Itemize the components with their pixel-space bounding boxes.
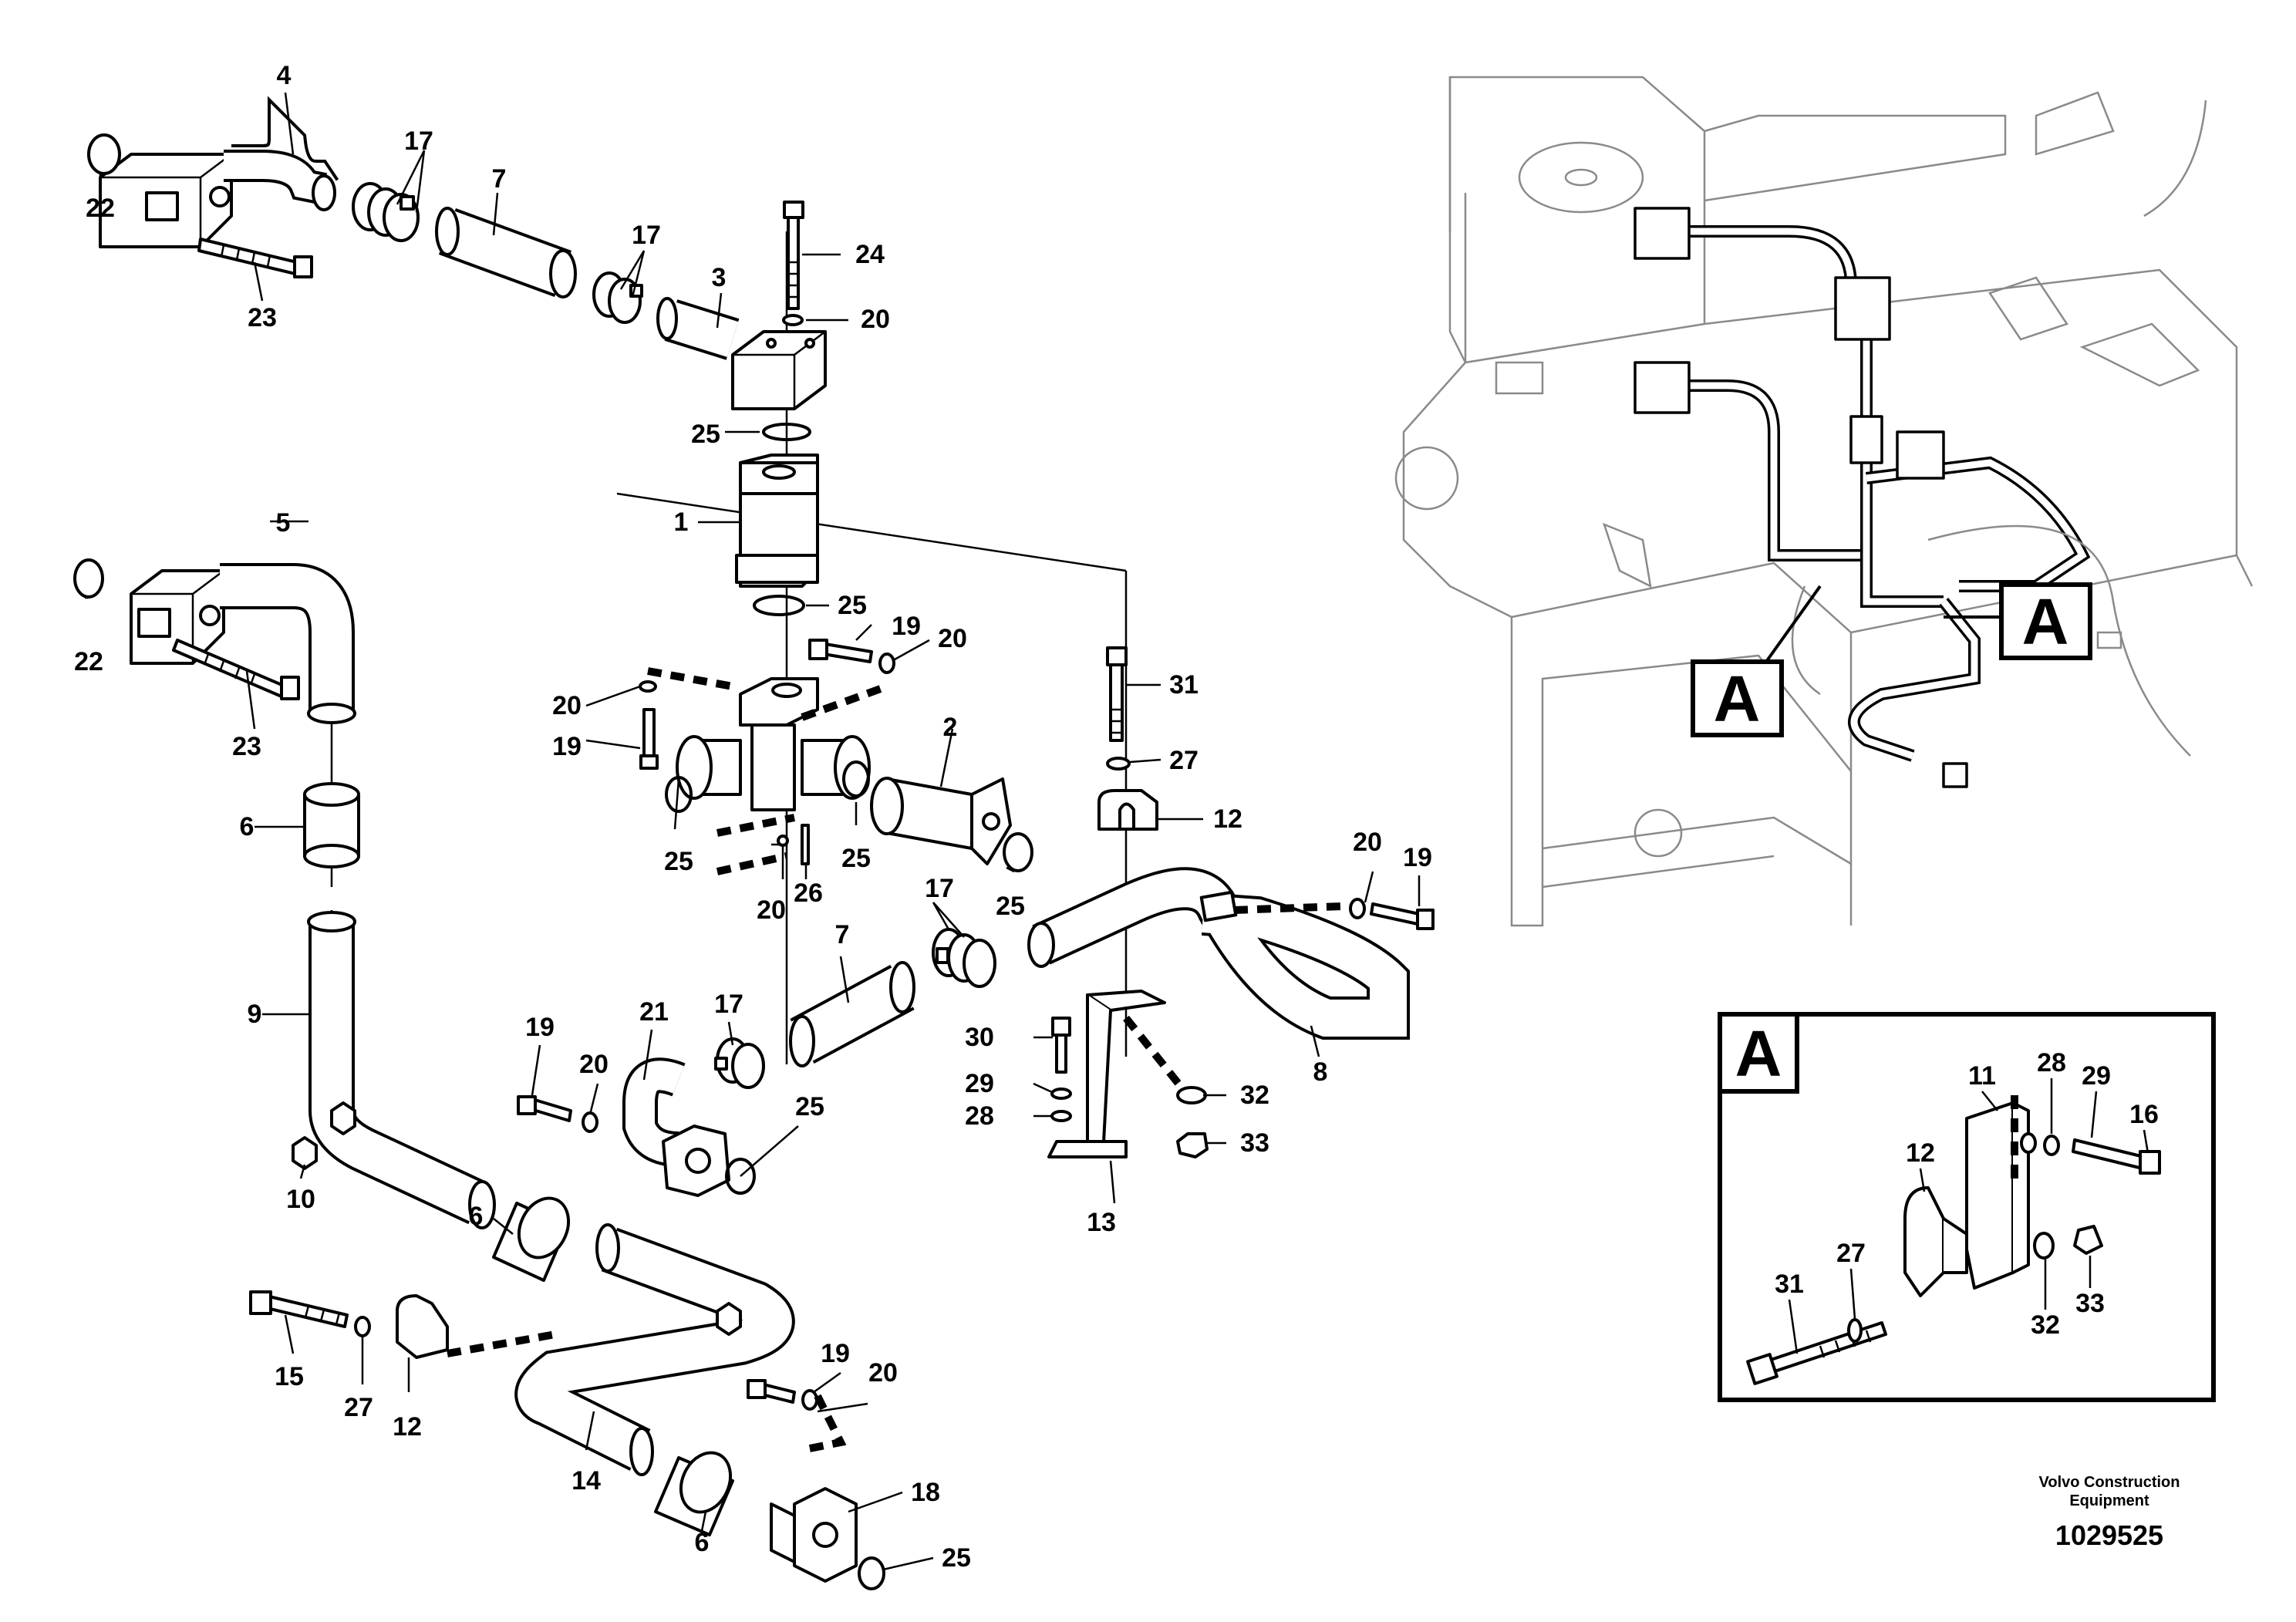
- callout-26: 26: [794, 878, 823, 908]
- callout-25: 25: [838, 591, 867, 620]
- callout-19: 19: [525, 1013, 555, 1042]
- callout-28: 28: [965, 1101, 994, 1131]
- detail-label-12: 12: [1906, 1138, 1935, 1168]
- callout-2: 2: [943, 713, 958, 742]
- detail-label-29: 29: [2082, 1061, 2111, 1091]
- callout-29: 29: [965, 1069, 994, 1098]
- callout-19: 19: [1403, 843, 1432, 872]
- callout-32: 32: [1240, 1081, 1269, 1110]
- callout-17: 17: [404, 126, 433, 156]
- callout-23: 23: [232, 732, 261, 761]
- callout-17: 17: [632, 221, 661, 250]
- callout-6: 6: [469, 1202, 484, 1231]
- detail-letter: A: [1735, 1017, 1782, 1090]
- callout-21: 21: [639, 997, 669, 1027]
- callout-31: 31: [1169, 670, 1199, 700]
- callout-4: 4: [277, 61, 292, 90]
- detail-label-16: 16: [2129, 1100, 2159, 1129]
- callout-9: 9: [248, 1000, 262, 1029]
- callout-25: 25: [691, 420, 720, 449]
- leader-lines: [85, 92, 1421, 1571]
- callout-25: 25: [841, 844, 871, 873]
- detail-label-11: 11: [1968, 1061, 1996, 1091]
- detail-a: A 11 12 16 27 28 29 31 32 33: [1718, 1012, 2216, 1402]
- callout-20: 20: [868, 1358, 898, 1388]
- callout-25: 25: [795, 1092, 824, 1121]
- drawing-number: 1029525: [2055, 1519, 2163, 1551]
- callout-27: 27: [344, 1393, 373, 1422]
- callout-33: 33: [1240, 1128, 1269, 1158]
- callout-19: 19: [892, 612, 921, 641]
- callout-19: 19: [821, 1339, 850, 1368]
- callout-20: 20: [579, 1050, 609, 1079]
- callout-3: 3: [712, 263, 727, 292]
- company-name-line1: Volvo Construction: [2039, 1474, 2180, 1491]
- callout-22: 22: [74, 647, 103, 676]
- callout-25: 25: [664, 847, 693, 876]
- callout-12: 12: [1213, 804, 1242, 834]
- detail-label-32: 32: [2031, 1310, 2060, 1340]
- callout-7: 7: [492, 164, 507, 194]
- overview-marker-left: A: [1714, 663, 1761, 735]
- machine-overview: A A: [1394, 76, 2254, 927]
- exploded-parts: [73, 96, 1435, 1590]
- callout-20: 20: [1353, 828, 1382, 857]
- callout-17: 17: [714, 990, 743, 1019]
- callout-20: 20: [552, 691, 582, 720]
- callout-labels: 4 17 7 17 3 22 23 24 20 25 1 25 19 20 20…: [74, 61, 1432, 1573]
- callout-10: 10: [286, 1185, 315, 1214]
- detail-label-28: 28: [2037, 1048, 2066, 1077]
- callout-15: 15: [275, 1362, 304, 1391]
- callout-17: 17: [925, 874, 954, 903]
- callout-12: 12: [393, 1412, 422, 1442]
- callout-25: 25: [942, 1543, 971, 1573]
- callout-24: 24: [855, 240, 885, 269]
- callout-20: 20: [861, 305, 890, 334]
- callout-7: 7: [835, 920, 850, 949]
- callout-20: 20: [757, 895, 786, 925]
- callout-14: 14: [571, 1466, 601, 1496]
- callout-18: 18: [911, 1478, 940, 1507]
- company-name-line2: Equipment: [2069, 1492, 2149, 1509]
- callout-6: 6: [695, 1528, 710, 1557]
- callout-1: 1: [674, 508, 689, 537]
- callout-8: 8: [1313, 1057, 1328, 1087]
- callout-20: 20: [938, 624, 967, 653]
- callout-23: 23: [248, 303, 277, 332]
- overview-marker-right: A: [2022, 585, 2069, 658]
- callout-25: 25: [996, 892, 1025, 921]
- footer: Volvo Construction Equipment 1029525: [2039, 1474, 2180, 1551]
- callout-19: 19: [552, 732, 582, 761]
- detail-label-31: 31: [1775, 1270, 1804, 1299]
- callout-5: 5: [276, 508, 291, 538]
- detail-label-33: 33: [2075, 1289, 2105, 1318]
- callout-27: 27: [1169, 746, 1199, 775]
- callout-22: 22: [86, 194, 115, 223]
- callout-30: 30: [965, 1023, 994, 1052]
- detail-label-27: 27: [1836, 1239, 1866, 1268]
- callout-13: 13: [1087, 1208, 1116, 1237]
- callout-6: 6: [240, 812, 255, 841]
